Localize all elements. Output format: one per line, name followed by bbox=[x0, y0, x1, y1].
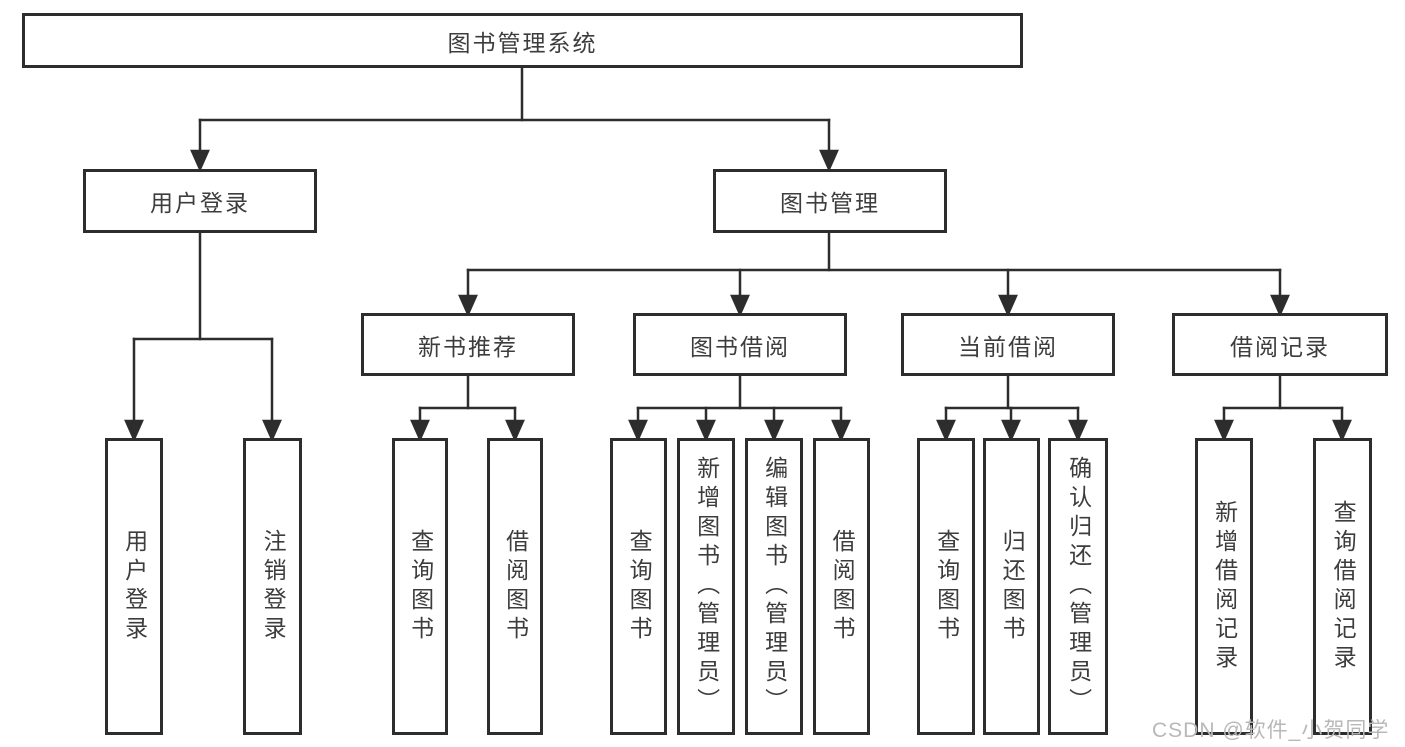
leaf-query-borrow-record: 查询借阅记录 bbox=[1313, 438, 1372, 735]
leaf-add-borrow-record-label: 新增借阅记录 bbox=[1211, 499, 1238, 674]
arrowhead-icon bbox=[124, 419, 144, 443]
leaf-user-login: 用户登录 bbox=[105, 438, 163, 735]
connector-book-mgmt-to-level3 bbox=[458, 230, 1290, 318]
connector-book-borrow-to-leaves bbox=[628, 374, 851, 443]
node-new-book-rec: 新书推荐 bbox=[361, 313, 575, 376]
leaf-query-books-new-rec: 查询图书 bbox=[392, 438, 448, 735]
leaf-query-books-current-label: 查询图书 bbox=[933, 528, 960, 645]
node-new-book-rec-label: 新书推荐 bbox=[418, 333, 518, 360]
leaf-logout: 注销登录 bbox=[243, 438, 302, 735]
arrowhead-icon bbox=[764, 419, 784, 443]
leaf-query-books-current: 查询图书 bbox=[917, 438, 975, 735]
leaf-borrow-books: 借阅图书 bbox=[813, 438, 870, 735]
leaf-query-books-borrow-label: 查询图书 bbox=[626, 528, 653, 645]
leaf-borrow-books-new-rec-label: 借阅图书 bbox=[502, 528, 529, 645]
node-user-login-label: 用户登录 bbox=[150, 190, 250, 216]
arrowhead-icon bbox=[819, 149, 839, 173]
arrowhead-icon bbox=[1332, 419, 1352, 443]
node-root: 图书管理系统 bbox=[22, 13, 1023, 68]
leaf-edit-books-admin: 编辑图书（管理员） bbox=[745, 438, 803, 735]
connector-current-borrow-to-leaves bbox=[936, 374, 1088, 443]
node-borrow-record-label: 借阅记录 bbox=[1230, 333, 1330, 360]
leaf-add-books-admin: 新增图书（管理员） bbox=[677, 438, 735, 735]
leaf-return-books: 归还图书 bbox=[983, 438, 1040, 735]
arrowhead-icon bbox=[628, 419, 648, 443]
node-user-login: 用户登录 bbox=[83, 169, 317, 233]
arrowhead-icon bbox=[998, 294, 1018, 318]
arrowhead-icon bbox=[410, 419, 430, 443]
leaf-add-borrow-record: 新增借阅记录 bbox=[1195, 438, 1253, 735]
leaf-query-borrow-record-label: 查询借阅记录 bbox=[1330, 499, 1357, 674]
node-current-borrow-label: 当前借阅 bbox=[958, 333, 1058, 360]
leaf-user-login-label: 用户登录 bbox=[121, 528, 148, 645]
leaf-confirm-return-admin: 确认归还（管理员） bbox=[1048, 438, 1108, 735]
connector-user-login-to-leaves bbox=[124, 231, 282, 443]
node-current-borrow: 当前借阅 bbox=[901, 313, 1115, 376]
node-book-mgmt-label: 图书管理 bbox=[780, 190, 880, 216]
connector-new-book-rec-to-leaves bbox=[410, 374, 525, 443]
arrowhead-icon bbox=[1068, 419, 1088, 443]
connector-borrow-record-to-leaves bbox=[1214, 374, 1352, 443]
watermark: CSDN @软件_小贺同学 bbox=[1152, 719, 1390, 742]
arrowhead-icon bbox=[1270, 294, 1290, 318]
arrowhead-icon bbox=[1214, 419, 1234, 443]
leaf-add-books-admin-label: 新增图书（管理员） bbox=[693, 456, 720, 717]
leaf-logout-label: 注销登录 bbox=[260, 528, 287, 645]
leaf-return-books-label: 归还图书 bbox=[999, 528, 1026, 645]
node-borrow-record: 借阅记录 bbox=[1172, 313, 1388, 376]
node-book-mgmt: 图书管理 bbox=[713, 169, 947, 233]
connector-root-to-level2 bbox=[190, 66, 839, 173]
arrowhead-icon bbox=[696, 419, 716, 443]
arrowhead-icon bbox=[730, 294, 750, 318]
arrowhead-icon bbox=[458, 294, 478, 318]
arrowhead-icon bbox=[505, 419, 525, 443]
leaf-edit-books-admin-label: 编辑图书（管理员） bbox=[761, 456, 788, 717]
leaf-confirm-return-admin-label: 确认归还（管理员） bbox=[1065, 456, 1092, 717]
arrowhead-icon bbox=[262, 419, 282, 443]
leaf-borrow-books-new-rec: 借阅图书 bbox=[487, 438, 543, 735]
leaf-query-books-new-rec-label: 查询图书 bbox=[407, 528, 434, 645]
node-book-borrow-label: 图书借阅 bbox=[690, 333, 790, 360]
arrowhead-icon bbox=[936, 419, 956, 443]
node-root-label: 图书管理系统 bbox=[447, 29, 598, 56]
arrowhead-icon bbox=[1001, 419, 1021, 443]
node-book-borrow: 图书借阅 bbox=[633, 313, 847, 376]
arrowhead-icon bbox=[831, 419, 851, 443]
leaf-query-books-borrow: 查询图书 bbox=[610, 438, 667, 735]
arrowhead-icon bbox=[190, 149, 210, 173]
leaf-borrow-books-label: 借阅图书 bbox=[829, 528, 856, 645]
